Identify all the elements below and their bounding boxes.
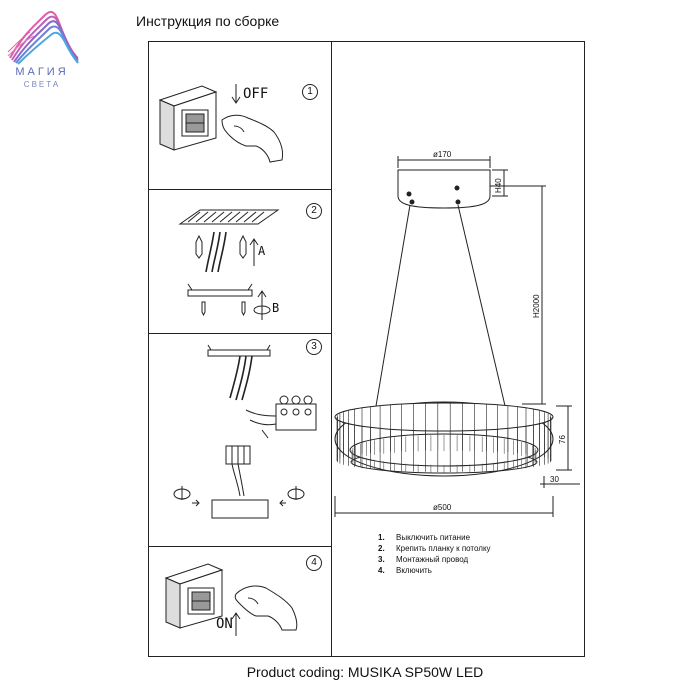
- chandelier-drawing: [334, 156, 554, 477]
- arrow-up-icon: [249, 238, 259, 266]
- dim-canopy-diameter: ø170: [433, 150, 452, 159]
- step-number: 2: [306, 203, 322, 219]
- dim-ring-depth: 30: [550, 475, 559, 484]
- instruction-item: 2.Крепить планку к потолку: [378, 544, 491, 553]
- instruction-item: 1.Выключить питание: [378, 533, 471, 542]
- screw-icon: [201, 301, 246, 317]
- cable-icon: [205, 231, 227, 273]
- connector-icon: [225, 445, 251, 497]
- step-number: 4: [306, 555, 322, 571]
- dim-canopy-height: H40: [494, 178, 503, 193]
- arrow-down-icon: [231, 84, 241, 104]
- label-a: A: [258, 244, 266, 258]
- product-code: Product coding: MUSIKA SP50W LED: [246, 664, 484, 680]
- wall-switch-icon: [164, 563, 224, 629]
- instruction-item: 3.Монтажный провод: [378, 555, 469, 564]
- step-number: 3: [306, 339, 322, 355]
- dim-cable-height: H2000: [532, 294, 541, 318]
- off-label: OFF: [243, 86, 269, 102]
- mounting-plate-icon: [187, 283, 253, 297]
- instruction-frame: [148, 41, 585, 657]
- step-divider: [148, 546, 331, 547]
- wall-switch-icon: [158, 85, 218, 151]
- ring-dimensions: [334, 405, 580, 517]
- mounting-plate-icon: [207, 344, 271, 357]
- label-b: B: [272, 301, 280, 315]
- crystal-ring-icon: [336, 403, 552, 473]
- hand-icon: [234, 585, 298, 631]
- cable-icon: [229, 355, 253, 401]
- dim-ring-height: 76: [558, 435, 567, 444]
- step-number: 1: [302, 84, 318, 100]
- terminal-block-icon: [245, 395, 317, 439]
- step-divider: [148, 333, 331, 334]
- logo-waves-icon: [7, 10, 79, 65]
- dim-ring-diameter: ø500: [433, 503, 452, 512]
- on-label: ON: [216, 616, 233, 632]
- panel-divider: [331, 41, 332, 657]
- rotate-arrow-icon: [253, 290, 271, 320]
- instruction-item: 4.Включить: [378, 566, 432, 575]
- anchor-icon: [195, 234, 247, 259]
- canopy-icon: [211, 499, 269, 519]
- step-divider: [148, 189, 331, 190]
- arrow-up-icon: [231, 612, 241, 636]
- brand-name: МАГИЯ: [15, 66, 69, 78]
- instruction-list: 1.Выключить питание 2.Крепить планку к п…: [378, 532, 491, 576]
- ceiling-icon: [178, 209, 280, 225]
- hand-icon: [221, 114, 283, 163]
- rotate-arrow-icon: [173, 486, 305, 507]
- page-title: Инструкция по сборке: [136, 13, 280, 29]
- brand-tagline: СВЕТА: [23, 80, 61, 89]
